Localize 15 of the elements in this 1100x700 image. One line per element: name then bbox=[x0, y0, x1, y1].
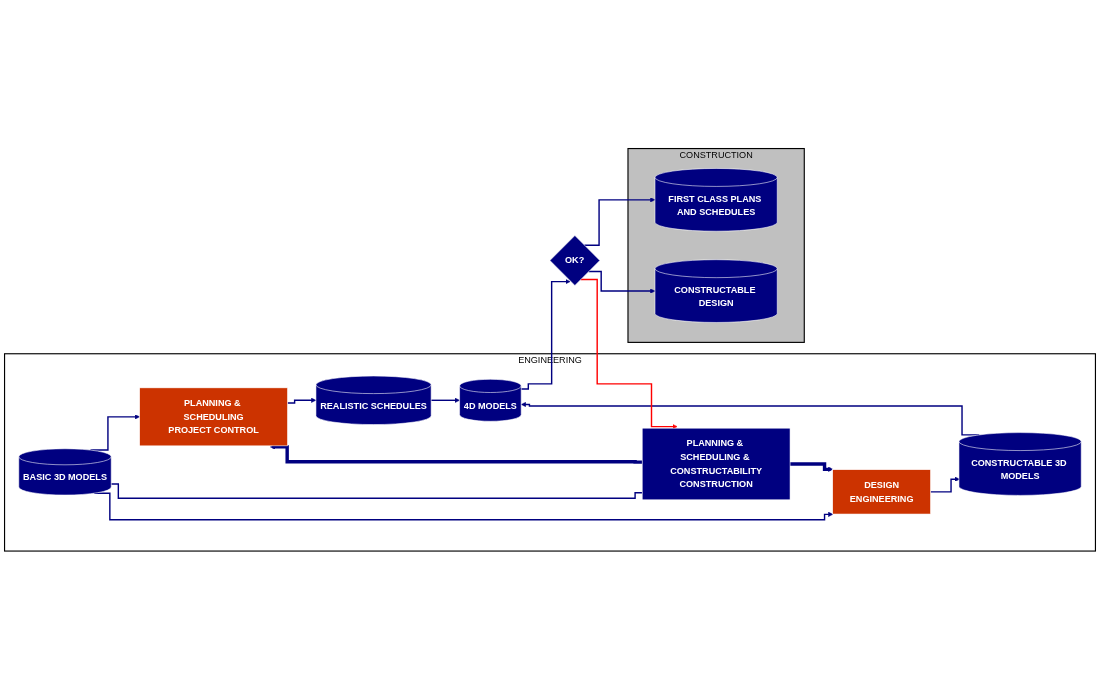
arrow bbox=[520, 279, 571, 390]
arrow bbox=[286, 398, 317, 404]
arrow bbox=[430, 398, 460, 403]
node-box: PLANNING & SCHEDULING PROJECT CONTROL bbox=[139, 387, 288, 447]
node-diamond: OK? bbox=[549, 235, 601, 286]
arrow bbox=[89, 414, 140, 451]
arrow bbox=[93, 492, 834, 521]
arrow bbox=[520, 402, 980, 436]
node-box: DESIGN ENGINEERING bbox=[832, 469, 931, 515]
node-box: PLANNING & SCHEDULING & CONSTRUCTABILITY CONSTRUCTION bbox=[641, 428, 791, 501]
arrow bbox=[583, 197, 656, 247]
arrow bbox=[790, 462, 834, 473]
arrow bbox=[270, 444, 643, 464]
connector bbox=[110, 483, 643, 500]
arrow bbox=[929, 476, 960, 493]
